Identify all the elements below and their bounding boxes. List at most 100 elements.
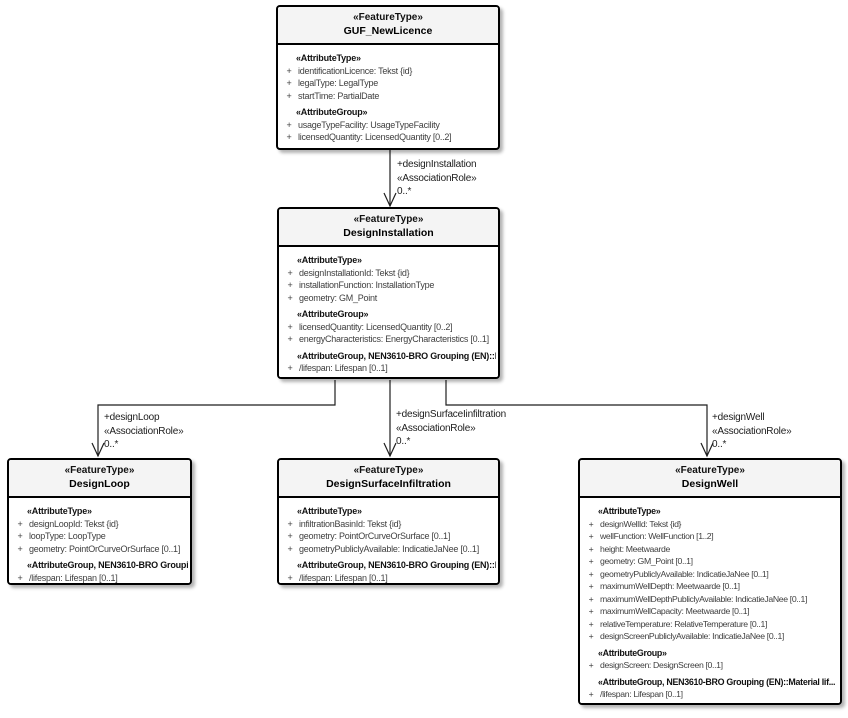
attribute-row: + licensedQuantity: LicensedQuantity [0..…	[280, 131, 496, 144]
attribute-row: + geometry: PointOrCurveOrSurface [0..1]	[11, 543, 188, 556]
attribute-row: +loopType: LoopType	[11, 530, 188, 543]
visibility-marker: +	[588, 618, 594, 629]
class-title-compartment: «FeatureType» DesignInstallation	[279, 209, 498, 247]
visibility-marker: +	[588, 606, 594, 616]
attribute-text: maximumWellDepth: Meetwaarde [0..1]	[600, 581, 740, 591]
association-design-well-line[interactable]	[445, 380, 714, 458]
visibility-marker: +	[287, 267, 293, 278]
attribute-text: /lifespan: Lifespan [0..1]	[29, 572, 118, 583]
visibility-marker: +	[286, 132, 292, 142]
class-attribute-compartment: «AttributeType»+designInstallationId: Te…	[279, 247, 498, 377]
section-header: «AttributeGroup, NEN3610-BRO Grouping (E…	[598, 676, 836, 687]
visibility-marker: +	[17, 543, 23, 554]
visibility-marker: +	[287, 518, 293, 529]
attribute-row: + designScreen: DesignScreen [0..1]	[582, 659, 838, 672]
visibility-marker: +	[287, 334, 293, 344]
visibility-marker: +	[286, 119, 292, 130]
association-label-designsurfaceinfiltration: +designSurfaceIinfiltration «Association…	[396, 408, 506, 449]
attribute-text: licensedQuantity: LicensedQuantity [0..2…	[299, 321, 453, 332]
association-design-surface-infiltration-line[interactable]	[383, 380, 397, 458]
visibility-marker: +	[287, 280, 293, 290]
attribute-text: geometry: PointOrCurveOrSurface [0..1]	[299, 531, 451, 541]
attribute-text: identificationLicence: Tekst {id}	[298, 65, 413, 76]
section-header: «AttributeGroup»	[297, 309, 369, 319]
open-arrowhead-icon	[383, 442, 397, 458]
attribute-row: + relativeTemperature: RelativeTemperatur…	[582, 618, 838, 631]
visibility-marker: +	[287, 321, 293, 332]
attribute-row: +maximumWellCapacity: Meetwaarde [0..1]	[582, 605, 838, 618]
attribute-text: geometry: PointOrCurveOrSurface [0..1]	[29, 543, 181, 554]
attribute-text: /lifespan: Lifespan [0..1]	[600, 689, 683, 699]
class-attribute-compartment: «AttributeType» + identificationLicence: T…	[278, 45, 498, 146]
class-designwell[interactable]: «FeatureType» DesignWell «AttributeType»…	[578, 458, 842, 705]
association-stereotype: «AssociationRole»	[712, 425, 792, 437]
section-header: «AttributeType»	[296, 53, 361, 63]
visibility-marker: +	[287, 572, 293, 583]
attribute-row: + /lifespan: Lifespan [0..1]	[281, 572, 496, 584]
class-title-compartment: «FeatureType» DesignSurfaceInfiltration	[279, 460, 498, 498]
visibility-marker: +	[286, 78, 292, 88]
attribute-text: designWellId: Tekst {id}	[600, 518, 682, 529]
visibility-marker: +	[17, 518, 23, 529]
visibility-marker: +	[287, 531, 293, 541]
visibility-marker: +	[17, 531, 23, 541]
visibility-marker: +	[588, 660, 594, 670]
attribute-row: +geometryPubliclyAvailable: IndicatieJaN…	[582, 568, 838, 581]
attribute-text: infiltrationBasinId: Tekst {id}	[299, 518, 402, 529]
section-header: «AttributeType»	[297, 506, 362, 516]
association-stereotype: «AssociationRole»	[104, 425, 184, 437]
class-title-compartment: «FeatureType» GUF_NewLicence	[278, 7, 498, 45]
association-label-designinstallation: +designInstallation «AssociationRole» 0.…	[397, 158, 477, 199]
association-role-name: +designLoop	[104, 412, 160, 423]
attribute-text: relativeTemperature: RelativeTemperature…	[600, 618, 768, 629]
class-designsurfaceinfiltration[interactable]: «FeatureType» DesignSurfaceInfiltration …	[277, 458, 500, 585]
association-stereotype: «AssociationRole»	[396, 422, 476, 434]
attribute-row: + identificationLicence: Tekst {id}	[280, 65, 496, 78]
attribute-row: + maximumWellDepth: Meetwaarde [0..1]	[582, 580, 838, 593]
visibility-marker: +	[588, 581, 594, 591]
visibility-marker: +	[588, 518, 594, 529]
open-arrowhead-icon	[700, 442, 714, 458]
class-attribute-compartment: «AttributeType» + infiltrationBasinId: Tek…	[279, 498, 498, 584]
attribute-text: geometry: GM_Point [0..1]	[600, 556, 693, 566]
visibility-marker: +	[588, 689, 594, 699]
class-guf-newlicence[interactable]: «FeatureType» GUF_NewLicence «AttributeT…	[276, 5, 500, 150]
class-name: DesignInstallation	[343, 227, 434, 239]
attribute-text: geometry: GM_Point	[299, 292, 378, 303]
section-header: «AttributeGroup, NEN3610-BRO Groupin...	[27, 560, 188, 570]
association-design-installation-line[interactable]	[383, 150, 397, 208]
class-name: DesignWell	[681, 478, 739, 490]
class-attribute-compartment: «AttributeType»+designWellId: Tekst {id}…	[580, 498, 840, 703]
attribute-row: + usageTypeFacility: UsageTypeFacility	[280, 119, 496, 132]
attribute-row: +/lifespan: Lifespan [0..1]	[11, 572, 188, 584]
section-header: «AttributeGroup»	[598, 647, 667, 658]
attribute-text: /lifespan: Lifespan [0..1]	[299, 572, 388, 583]
association-multiplicity: 0..*	[397, 186, 412, 197]
association-role-name: +designInstallation	[397, 159, 477, 170]
class-designinstallation[interactable]: «FeatureType» DesignInstallation «Attrib…	[277, 207, 500, 379]
class-name: DesignLoop	[69, 478, 130, 490]
attribute-text: designScreen: DesignScreen [0..1]	[600, 660, 723, 670]
visibility-marker: +	[588, 531, 594, 541]
section-header: «AttributeGroup, NEN3610-BRO Grouping (E…	[297, 350, 496, 361]
attribute-text: maximumWellDepthPubliclyAvailable: Indic…	[600, 593, 808, 604]
attribute-text: designLoopId: Tekst {id}	[29, 518, 119, 529]
visibility-marker: +	[588, 593, 594, 604]
section-header: «AttributeGroup»	[296, 107, 368, 117]
association-label-designwell: +designWell «AssociationRole» 0..*	[712, 411, 792, 452]
attribute-row: +energyCharacteristics: EnergyCharacteri…	[281, 333, 496, 346]
attribute-text: legalType: LegalType	[298, 78, 379, 88]
class-designloop[interactable]: «FeatureType» DesignLoop «AttributeType»…	[7, 458, 192, 585]
attribute-text: startTime: PartialDate	[298, 90, 380, 101]
attribute-text: usageTypeFacility: UsageTypeFacility	[298, 119, 440, 130]
association-label-designloop: +designLoop «AssociationRole» 0..*	[104, 411, 184, 452]
visibility-marker: +	[286, 65, 292, 76]
attribute-row: + legalType: LegalType	[280, 77, 496, 90]
section-header: «AttributeType»	[27, 506, 92, 516]
attribute-row: + designLoopId: Tekst {id}	[11, 518, 188, 531]
class-stereotype: «FeatureType»	[353, 12, 423, 23]
association-design-loop-line[interactable]	[91, 380, 336, 458]
attribute-text: licensedQuantity: LicensedQuantity [0..2…	[298, 132, 452, 142]
attribute-row: +/lifespan: Lifespan [0..1]	[281, 362, 496, 375]
